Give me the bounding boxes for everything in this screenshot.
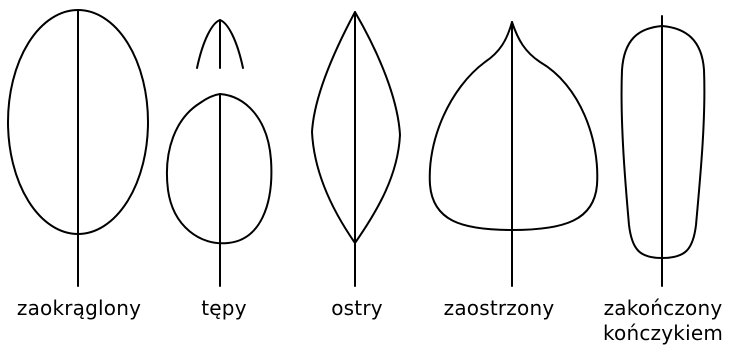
label-sharp: ostry [331,296,383,320]
leaf-rounded [8,10,148,286]
leaf-blunt [167,20,271,286]
label-pointed: zaostrzony [444,296,555,320]
label-tipped-line2: kończykiem [603,321,723,345]
leaf-sharp [312,12,400,286]
label-blunt: tępy [201,296,246,320]
leaf-pointed-outline [430,22,598,230]
leaf-tipped [622,16,705,286]
label-tipped-line1: zakończony [604,296,723,320]
leaf-pointed [430,22,598,286]
label-rounded: zaokrąglony [17,296,141,320]
